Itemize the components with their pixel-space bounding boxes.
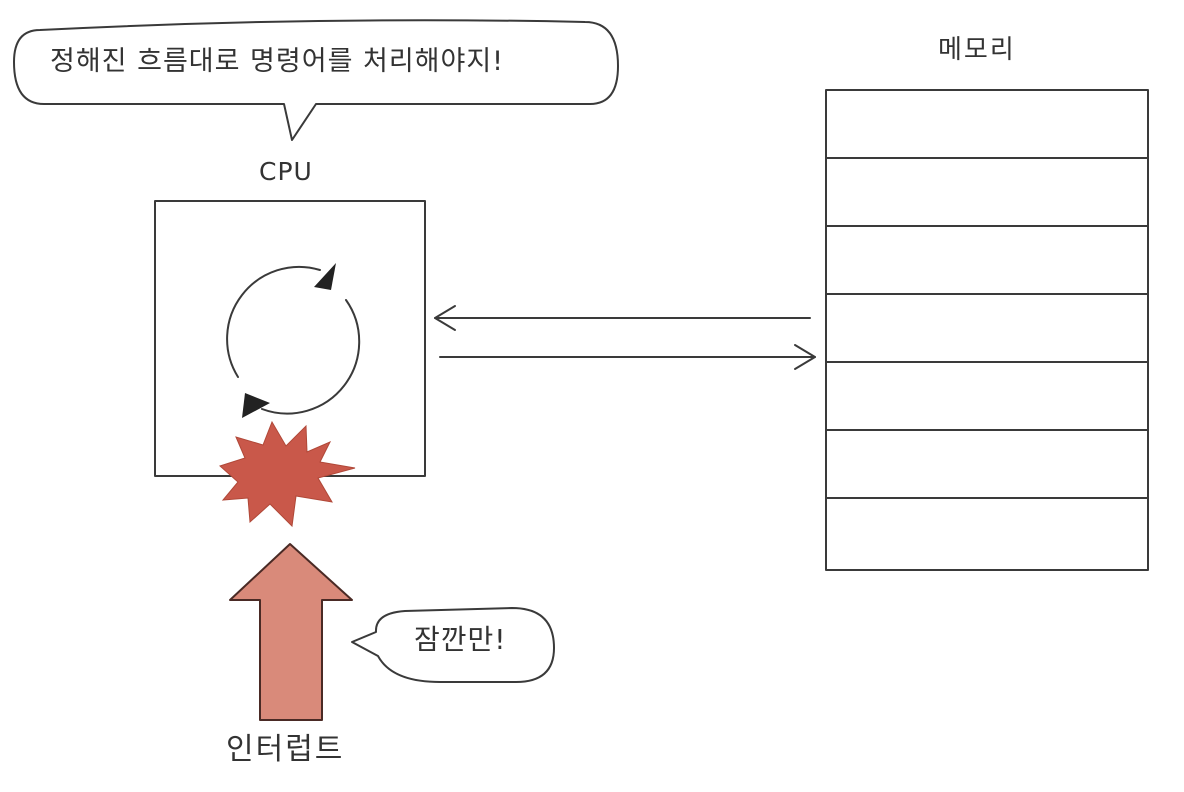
- interrupt-burst: [219, 420, 356, 528]
- cycle-arc-top: [226, 265, 321, 378]
- cpu-to-memory-arrowhead: [794, 344, 816, 370]
- interrupt-label: 인터럽트: [226, 732, 345, 767]
- cycle-arrowhead-bottom: [242, 393, 270, 418]
- cpu-speech-bubble: [13, 19, 619, 141]
- cpu-label: CPU: [259, 157, 313, 186]
- cycle-arrowhead-top: [314, 263, 336, 290]
- cpu-box: [154, 200, 426, 477]
- memory-label: 메모리: [938, 35, 1016, 65]
- cycle-arc-bottom: [261, 299, 361, 415]
- interrupt-speech-text: 잠깐만!: [414, 623, 507, 656]
- interrupt-arrow: [229, 543, 353, 721]
- cpu-speech-text: 정해진 흐름대로 명령어를 처리해야지!: [50, 46, 505, 77]
- memory-to-cpu-arrowhead: [434, 305, 456, 331]
- interrupt-speech-bubble: [351, 607, 555, 683]
- memory-box: [825, 89, 1149, 571]
